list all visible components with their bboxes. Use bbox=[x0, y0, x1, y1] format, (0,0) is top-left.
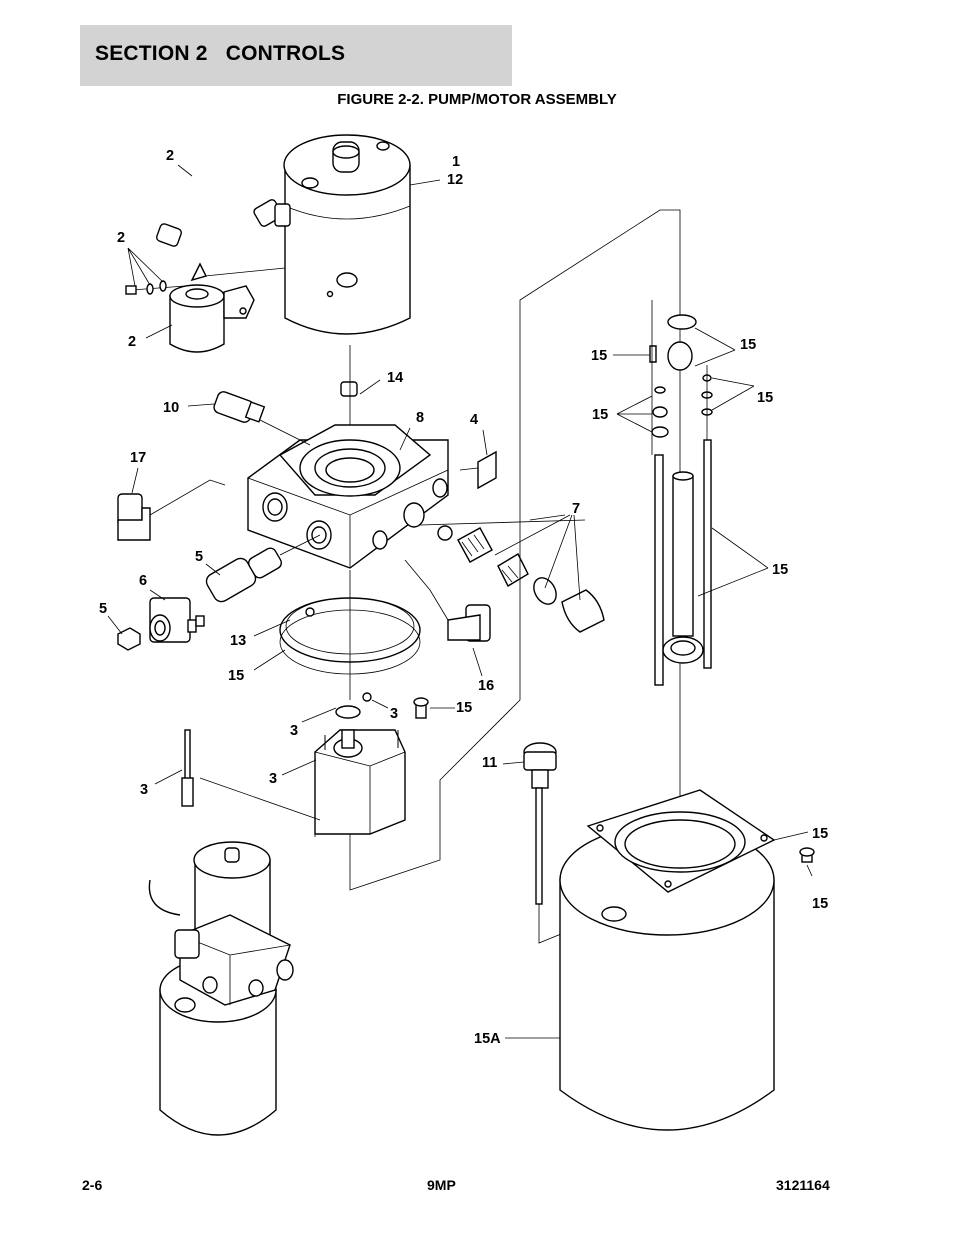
elbow-17-part bbox=[117, 479, 226, 541]
callout-15a-reservoir: 15A bbox=[474, 1031, 501, 1047]
callout-labels: 2 1 12 2 2 14 10 8 4 17 7 5 6 5 13 15 16… bbox=[99, 148, 828, 1047]
callout-3-oring: 3 bbox=[290, 723, 298, 739]
assembled-view-part bbox=[148, 841, 294, 1136]
callout-2-cable: 2 bbox=[166, 148, 174, 164]
callout-14-clip: 14 bbox=[387, 370, 403, 386]
callout-8-manifold: 8 bbox=[416, 410, 424, 426]
pickup-tube-part bbox=[181, 729, 321, 821]
fitting-10-part bbox=[213, 391, 311, 446]
callout-16-elbow: 16 bbox=[478, 678, 494, 694]
decal-part bbox=[477, 450, 497, 490]
callout-10-fitting: 10 bbox=[163, 400, 179, 416]
callout-15-reservoir-screw: 15 bbox=[812, 896, 828, 912]
callout-2-hardware: 2 bbox=[117, 230, 125, 246]
callout-15-washers-right: 15 bbox=[757, 390, 773, 406]
solenoid-part bbox=[125, 262, 286, 353]
footer-model: 9MP bbox=[427, 1177, 456, 1193]
fitting-5-part bbox=[205, 534, 321, 603]
relief-valve-part bbox=[419, 519, 605, 633]
callout-15-hose-clamp: 15 bbox=[740, 337, 756, 353]
screw-part bbox=[413, 697, 429, 719]
motor-part bbox=[283, 134, 411, 335]
callout-15-tubes: 15 bbox=[772, 562, 788, 578]
coil-part bbox=[149, 597, 205, 643]
reservoir-part bbox=[559, 789, 815, 1131]
cable-part bbox=[156, 174, 291, 247]
return-assembly-part bbox=[649, 300, 713, 686]
footer-doc-number: 3121164 bbox=[776, 1177, 830, 1193]
pump-part bbox=[314, 692, 406, 835]
elbow-16-part bbox=[404, 559, 491, 642]
callout-6-coil: 6 bbox=[139, 573, 147, 589]
callout-15-bolt: 15 bbox=[591, 348, 607, 364]
callout-17-elbow: 17 bbox=[130, 450, 146, 466]
nut-part bbox=[117, 627, 141, 651]
callout-15-screw: 15 bbox=[456, 700, 472, 716]
section-header-bar: SECTION 2 CONTROLS bbox=[80, 25, 512, 86]
clip-part bbox=[340, 381, 358, 397]
leader-lines bbox=[107, 164, 813, 1039]
callout-3-pump: 3 bbox=[269, 771, 277, 787]
callout-15-washers-left: 15 bbox=[592, 407, 608, 423]
section-title: SECTION 2 CONTROLS bbox=[95, 42, 346, 65]
callout-5-nut: 5 bbox=[99, 601, 107, 617]
callout-12-motor: 12 bbox=[447, 172, 463, 188]
callout-7-relief-valve: 7 bbox=[572, 501, 580, 517]
footer-page-number: 2-6 bbox=[82, 1177, 103, 1193]
callout-15-gasket: 15 bbox=[228, 668, 244, 684]
callout-4-decal: 4 bbox=[470, 412, 478, 428]
manifold-part bbox=[247, 424, 449, 569]
callout-15-reservoir-screw-top: 15 bbox=[812, 826, 828, 842]
callout-5-fitting: 5 bbox=[195, 549, 203, 565]
callout-2-solenoid: 2 bbox=[128, 334, 136, 350]
figure-title: FIGURE 2-2. PUMP/MOTOR ASSEMBLY bbox=[337, 91, 617, 108]
callout-3-pickup: 3 bbox=[140, 782, 148, 798]
callout-13-ring: 13 bbox=[230, 633, 246, 649]
dipstick-part bbox=[523, 742, 611, 944]
callout-3-washer: 3 bbox=[390, 706, 398, 722]
callout-11-dipstick: 11 bbox=[482, 755, 497, 771]
callout-1-motor: 1 bbox=[452, 154, 460, 170]
